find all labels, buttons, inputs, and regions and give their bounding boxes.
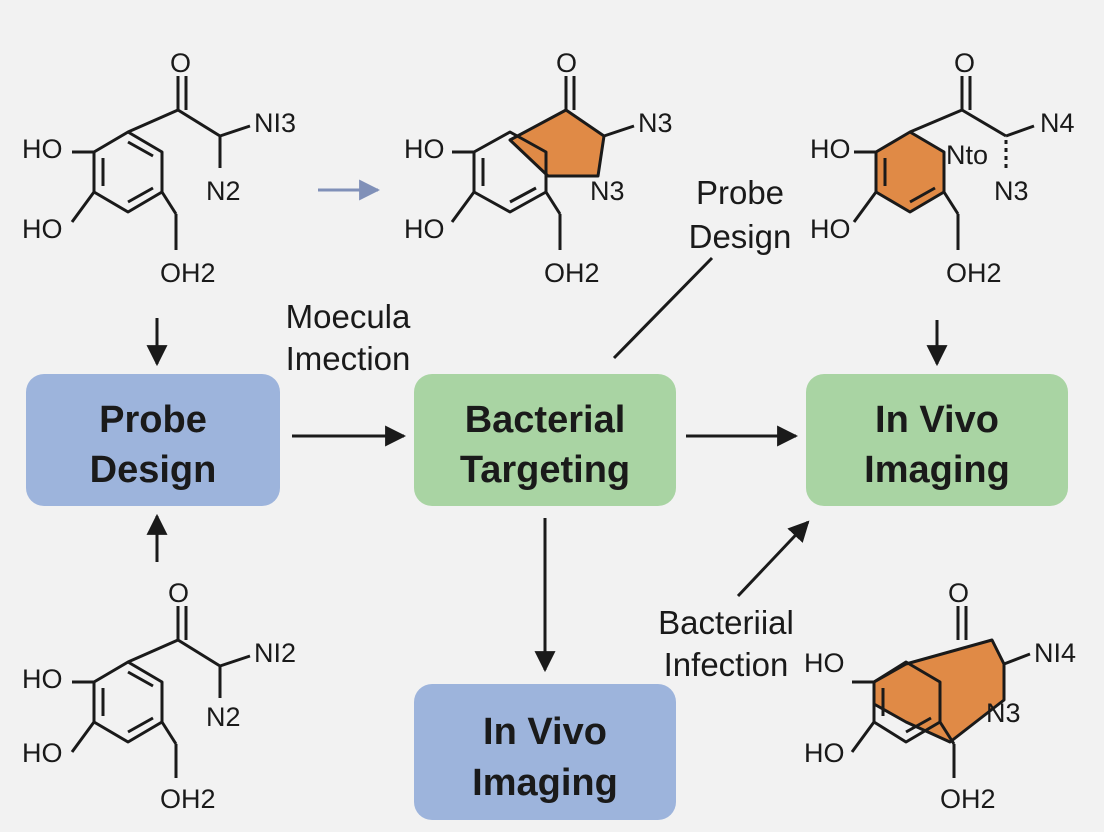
molecule-bottom-right: HO HO O NI4 N3 OH2: [804, 578, 1076, 814]
atom-n-lower: N3: [590, 176, 625, 206]
bacterial-targeting-box-line1: Bacterial: [465, 399, 626, 441]
bacterial-targeting-box: Bacterial Targeting: [414, 374, 676, 506]
atom-n-upper: NI4: [1034, 638, 1076, 668]
atom-n-lower: N3: [986, 698, 1021, 728]
atom-oh: OH2: [160, 784, 216, 814]
atom-oh: OH2: [544, 258, 600, 288]
atom-ho-top: HO: [810, 134, 851, 164]
molecule-bottom-left: HO HO O NI2 N2 OH2: [22, 578, 296, 814]
atom-ho-bottom: HO: [22, 738, 63, 768]
atom-ho-bottom: HO: [404, 214, 445, 244]
label-bacteriial: Bacteriial: [658, 604, 794, 641]
atom-oh: OH2: [946, 258, 1002, 288]
atom-carbonyl-o: O: [170, 48, 191, 78]
in-vivo-imaging-right-line2: Imaging: [864, 449, 1010, 491]
atom-n-upper: N3: [638, 108, 673, 138]
label-infection: Infection: [664, 646, 789, 683]
atom-ho-top: HO: [804, 648, 845, 678]
atom-n-upper: N4: [1040, 108, 1075, 138]
in-vivo-imaging-right-box: In Vivo Imaging: [806, 374, 1068, 506]
atom-ho-top: HO: [22, 664, 63, 694]
bacterial-targeting-box-line2: Targeting: [460, 449, 630, 491]
pointer-line-probe-design: [612, 256, 714, 360]
molecule-top-left: HO HO O NI3 N2 OH2: [22, 48, 296, 288]
molecule-top-right: HO HO O N4 Nto N3 OH2: [810, 48, 1075, 288]
atom-ho-bottom: HO: [810, 214, 851, 244]
probe-design-box-line1: Probe: [99, 399, 207, 441]
atom-ho-bottom: HO: [804, 738, 845, 768]
arrow-infection-to-imaging: [736, 520, 810, 598]
label-moecula: Moecula: [286, 298, 411, 335]
atom-carbonyl-o: O: [948, 578, 969, 608]
molecule-top-middle: HO HO O N3 N3 OH2: [404, 48, 673, 288]
atom-n-lower: N2: [206, 702, 241, 732]
atom-carbonyl-o: O: [556, 48, 577, 78]
label-imection: Imection: [286, 340, 411, 377]
label-design: Design: [689, 218, 792, 255]
in-vivo-imaging-bottom-line2: Imaging: [472, 762, 618, 804]
in-vivo-imaging-bottom-box: In Vivo Imaging: [414, 684, 676, 820]
atom-n-upper: NI2: [254, 638, 296, 668]
in-vivo-imaging-bottom-line1: In Vivo: [483, 711, 607, 753]
atom-n-lower: N3: [994, 176, 1029, 206]
atom-n-lower: N2: [206, 176, 241, 206]
probe-design-box: Probe Design: [26, 374, 280, 506]
in-vivo-imaging-right-line1: In Vivo: [875, 399, 999, 441]
atom-ho-bottom: HO: [22, 214, 63, 244]
atom-ho-top: HO: [404, 134, 445, 164]
atom-n-mid: Nto: [946, 140, 988, 170]
probe-design-box-line2: Design: [90, 449, 217, 491]
atom-ho-top: HO: [22, 134, 63, 164]
atom-n-upper: NI3: [254, 108, 296, 138]
atom-oh: OH2: [160, 258, 216, 288]
atom-oh: OH2: [940, 784, 996, 814]
atom-carbonyl-o: O: [954, 48, 975, 78]
orange-ring: [508, 108, 606, 178]
atom-carbonyl-o: O: [168, 578, 189, 608]
label-probe: Probe: [696, 174, 784, 211]
